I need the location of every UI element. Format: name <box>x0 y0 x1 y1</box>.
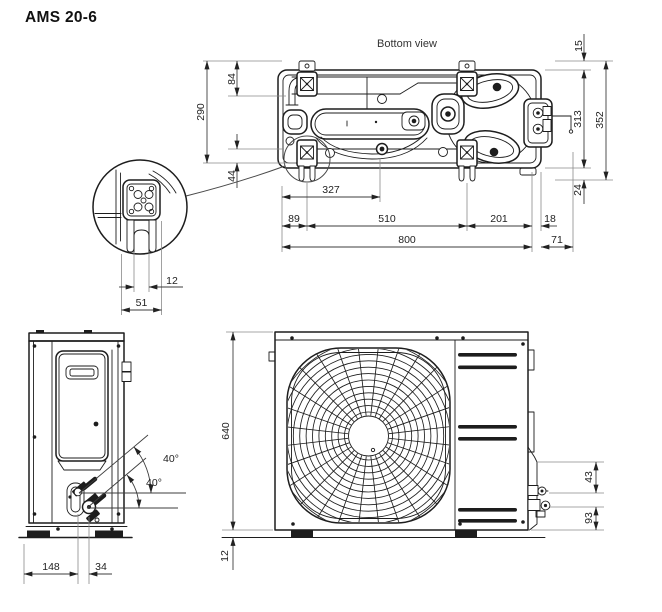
pipe-connections <box>66 476 107 523</box>
dim-foot-width: 51 <box>136 297 148 309</box>
unit-foot <box>27 530 50 537</box>
side-view-drawing <box>18 330 133 539</box>
bottom-view-label: Bottom view <box>377 38 437 50</box>
dim-slot-width: 12 <box>166 275 178 287</box>
panel-handle <box>65 365 99 380</box>
dim-foot-inset-top: 84 <box>226 73 238 85</box>
unit-foot <box>291 530 313 537</box>
foot-detail-dimensions: 12 51 <box>119 221 183 315</box>
dim-foot-overhang: 44 <box>226 170 238 182</box>
front-view: 640 12 43 93 <box>219 331 604 570</box>
dim-foot-left-offset: 89 <box>288 213 300 225</box>
drain-pan-emboss <box>310 108 430 140</box>
dim-foot-height: 12 <box>219 550 231 562</box>
detail-leader-line <box>185 165 286 197</box>
dim-foot-right-offset: 201 <box>490 213 508 225</box>
pipe-connection-housing <box>523 98 574 148</box>
mounting-foot <box>456 139 478 182</box>
mounting-foot <box>296 139 318 182</box>
valve-cover <box>527 446 551 531</box>
fan-hub <box>348 415 389 457</box>
dim-top-margin: 15 <box>573 40 585 52</box>
bottom-view: Bottom view <box>195 34 613 252</box>
side-view: 40° 40° 148 34 <box>18 330 186 584</box>
dim-height: 640 <box>220 422 232 440</box>
dim-side-protrusion: 71 <box>551 234 563 246</box>
dim-upper-pipe-angle: 40° <box>163 453 179 465</box>
compressor-mount <box>431 73 537 164</box>
front-view-dimensions: 640 12 43 93 <box>219 331 604 570</box>
cable-gland <box>121 361 132 372</box>
unit-foot <box>455 530 477 537</box>
mounting-foot <box>456 60 478 97</box>
side-vents <box>458 353 517 523</box>
dim-feet-pitch-depth: 290 <box>195 103 207 121</box>
fan-grille-pattern <box>288 349 449 522</box>
dim-bottom-margin: 24 <box>572 184 584 196</box>
dim-valve-gap: 43 <box>583 471 595 483</box>
foot-detail-view: 12 51 <box>92 159 286 315</box>
front-view-drawing <box>221 331 551 538</box>
side-view-dimensions: 40° 40° 148 34 <box>23 434 186 584</box>
dim-pipe-offset: 148 <box>42 561 60 573</box>
dim-overall-depth: 352 <box>594 111 606 129</box>
dim-feet-pitch-width: 510 <box>378 213 396 225</box>
fan-opening <box>286 347 451 524</box>
detail-circle <box>92 159 188 255</box>
mounting-foot <box>296 60 318 97</box>
dim-overall-width: 800 <box>398 234 416 246</box>
bottom-view-dimensions: 15 84 290 44 313 352 24 327 89 510 201 1… <box>195 34 613 252</box>
dim-edge-gap: 18 <box>544 213 556 225</box>
dim-lower-pipe-angle: 40° <box>146 477 162 489</box>
unit-foot <box>95 530 123 537</box>
detail-indicator-circle <box>283 135 331 183</box>
service-panel <box>55 350 109 462</box>
foot-detail-drawing <box>94 169 177 253</box>
dim-feet-outer-depth: 313 <box>572 110 584 128</box>
bottom-view-drawing <box>277 60 574 183</box>
dim-pipe-spacing: 34 <box>95 561 107 573</box>
page-title: AMS 20-6 <box>25 9 97 26</box>
dim-drain-offset: 327 <box>322 184 340 196</box>
dim-valve-bottom-offset: 93 <box>583 512 595 524</box>
